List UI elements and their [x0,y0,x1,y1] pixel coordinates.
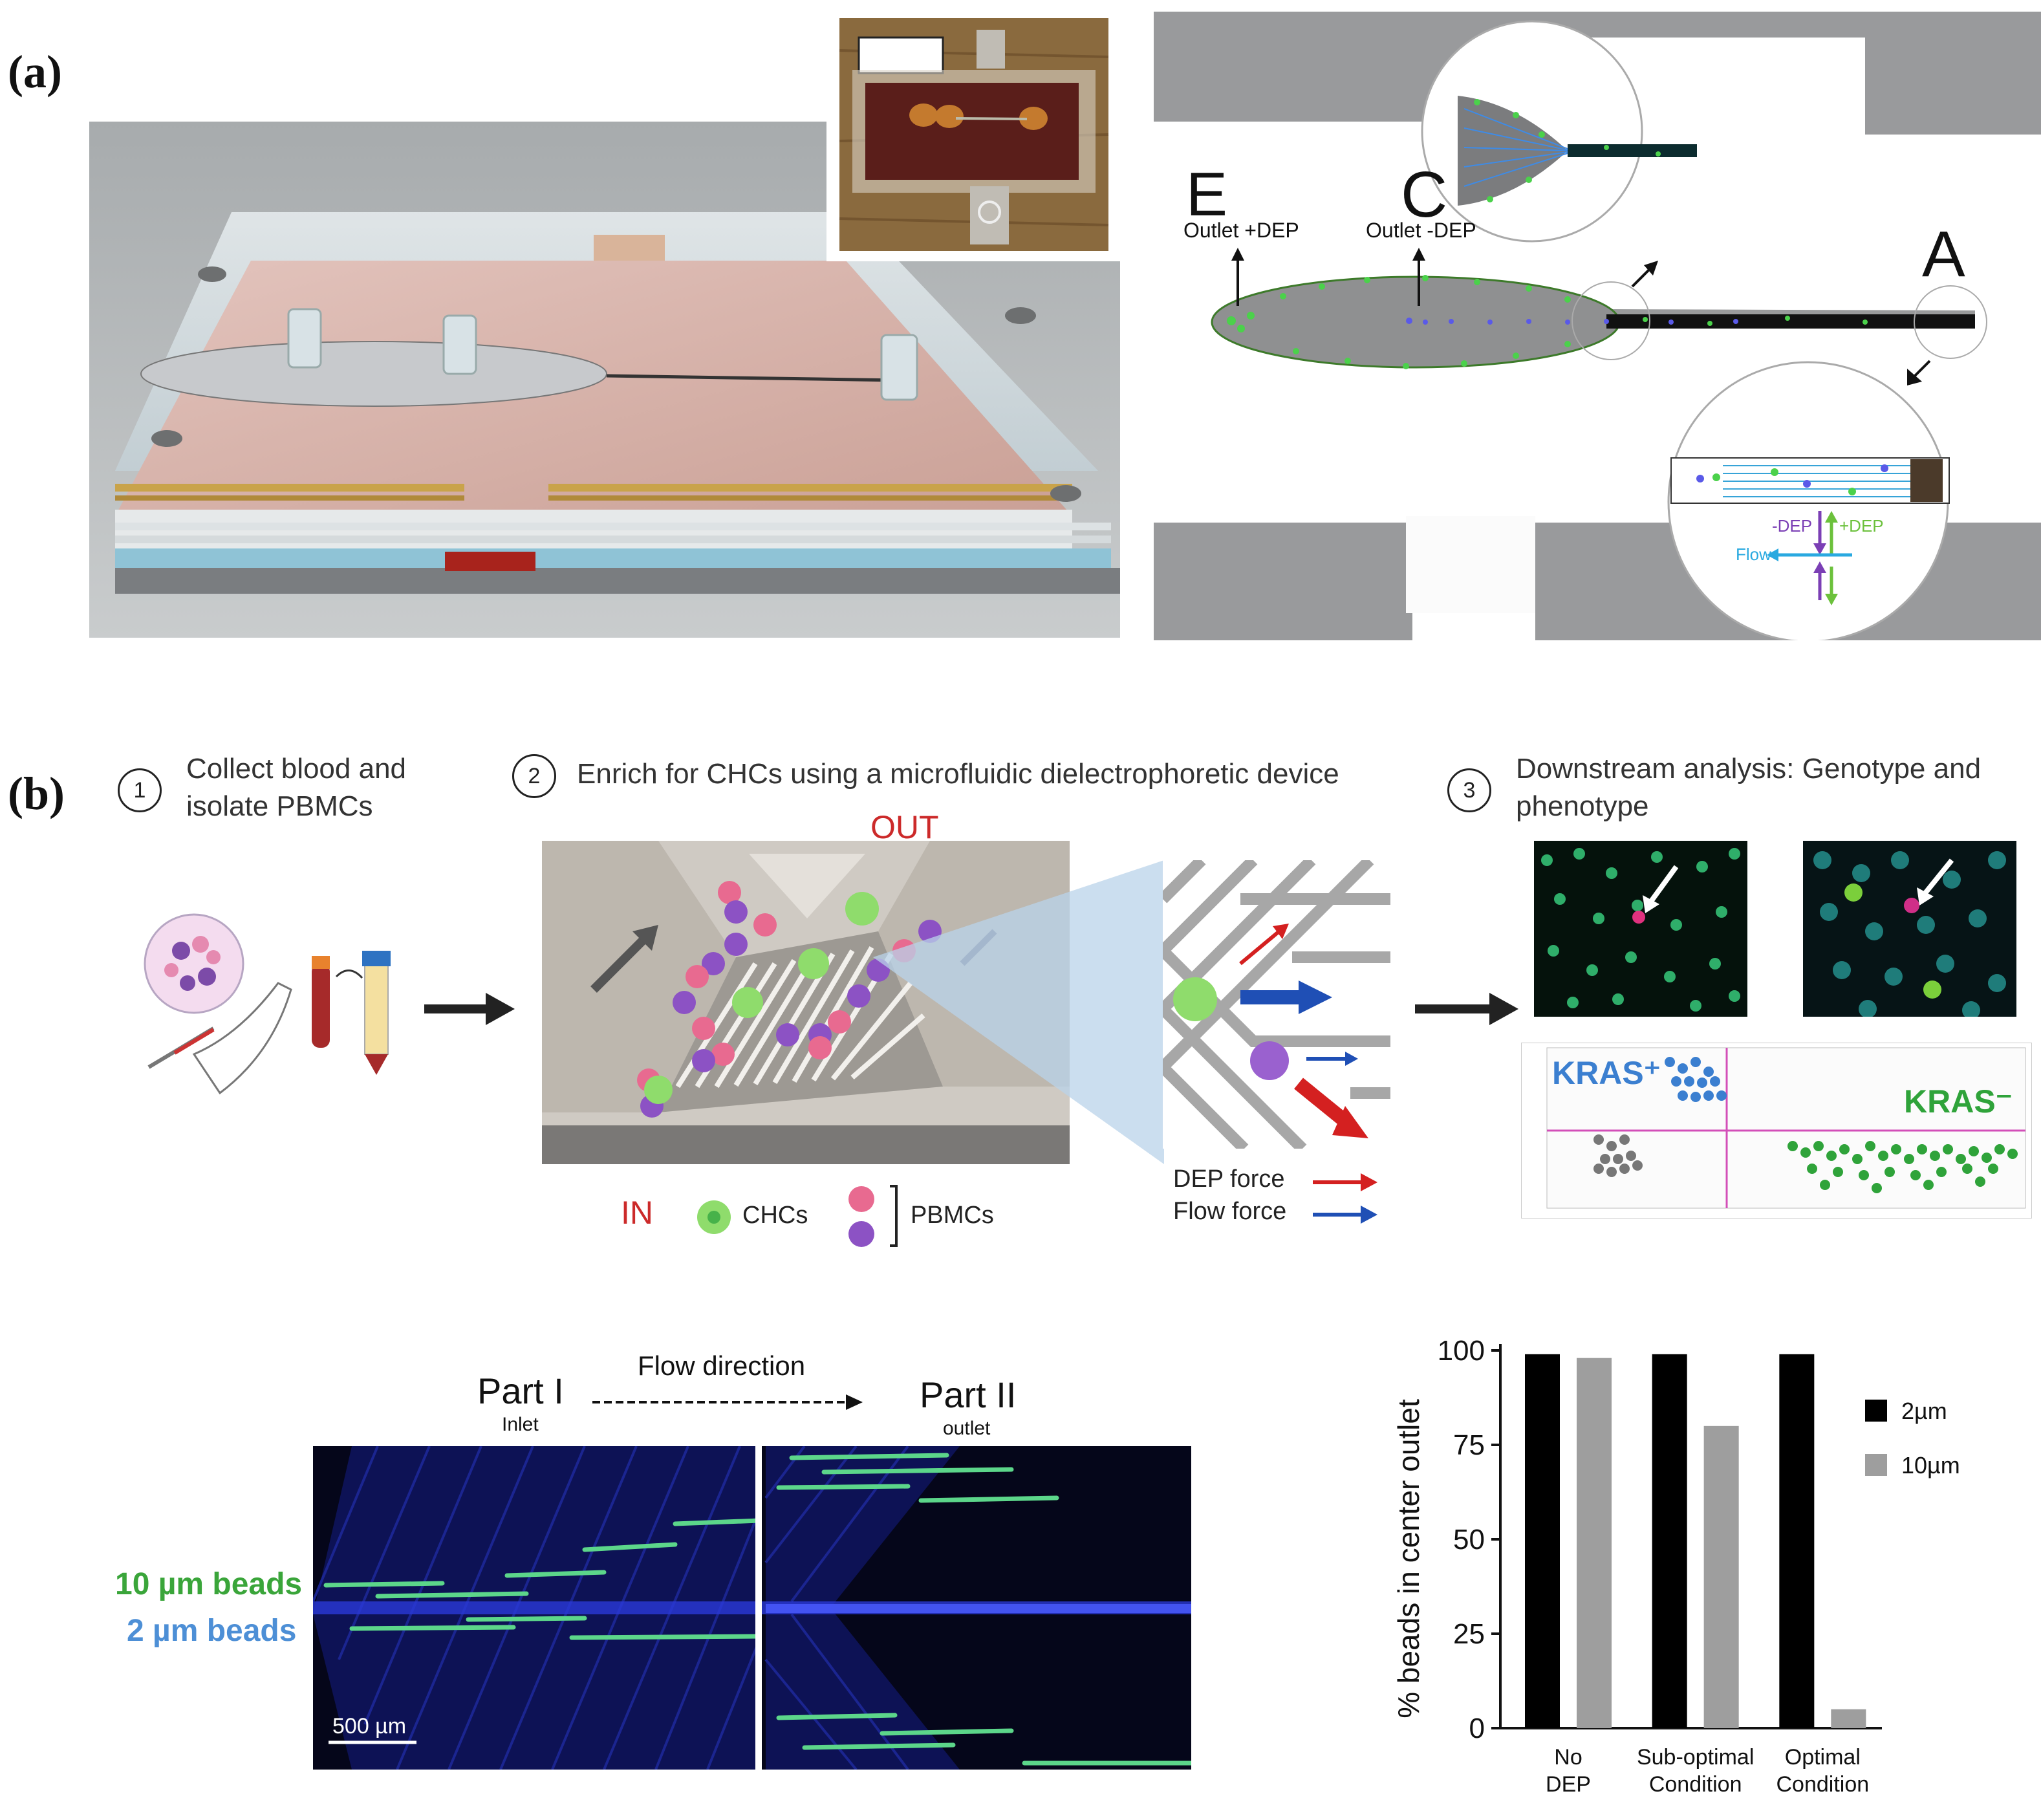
flow-arrow-label: Flow [1736,545,1771,564]
x-category-label: Condition [1776,1772,1870,1797]
chart-y-axis-label: % beads in center outlet [1392,1399,1425,1718]
bead-separation-image [313,1446,1191,1770]
fluorescence-image-2 [1803,841,2016,1017]
x-category-label: Condition [1649,1772,1742,1797]
kras-minus-label: KRAS⁻ [1904,1083,2013,1120]
step-3-number: 3 [1447,768,1491,812]
step-2-number: 2 [512,754,556,798]
bar-chart-svg: % beads in center outlet 0 25 50 75 100NoDEP… [1392,1339,1960,1797]
bar-series-1 [1525,1354,1560,1728]
kras-scatter-plot [1521,1043,2032,1219]
zoom-cone [873,860,1164,1164]
minus-dep-arrow-label: -DEP [1772,516,1813,536]
x-category-label: DEP [1546,1772,1591,1797]
fluorescence-image-1 [1534,841,1747,1017]
outlet-minus-dep-label: Outlet -DEP [1366,219,1476,242]
step-1-text: Collect blood and isolate PBMCs [186,753,407,822]
in-label: IN [621,1195,653,1231]
flow-direction-label: Flow direction [638,1350,806,1381]
step-2-text: Enrich for CHCs using a microfluidic die… [577,758,1339,790]
x-category-label: Sub-optimal [1637,1745,1754,1770]
x-category-label: No [1554,1745,1582,1770]
legend-swatch [1865,1454,1887,1476]
chc-cell-icon [693,1197,735,1238]
bar-series-1 [1652,1354,1687,1728]
part-1-label: Part I [477,1370,564,1411]
chcs-label: CHCs [742,1202,808,1229]
arrow-step2-to-step3 [1415,990,1518,1028]
part-1-sublabel: Inlet [502,1414,539,1435]
bar-series-2 [1831,1709,1866,1728]
blood-draw-illustration [142,905,414,1125]
part-2-sublabel: outlet [943,1418,991,1439]
simulation-panel: E C A Outlet +DEP Outlet -DEP -DEP +DEP … [1154,12,2041,640]
y-tick-label: 50 [1453,1524,1485,1555]
dep-force-label: DEP force [1173,1165,1285,1193]
bar-series-2 [1577,1358,1612,1728]
electrode-zoom-inset [1163,860,1390,1149]
arrow-step1-to-step2 [424,990,515,1028]
part-2-label: Part II [920,1374,1017,1415]
y-tick-label: 25 [1453,1618,1485,1650]
dep-force-arrow-icon [1313,1169,1377,1195]
legend-swatch [1865,1400,1887,1422]
y-tick-label: 75 [1453,1429,1485,1461]
step-3-text: Downstream analysis: Genotype and phenot… [1516,753,1982,822]
device-photo-inset [826,12,1121,261]
label-C: C [1401,158,1448,231]
plus-dep-arrow-label: +DEP [1839,516,1884,536]
flow-force-arrow-icon [1313,1202,1377,1228]
outlet-plus-dep-label: Outlet +DEP [1183,219,1299,242]
label-E: E [1186,160,1228,229]
out-label: OUT [870,809,939,845]
panel-b-label: (b) [8,768,65,819]
flow-force-label: Flow force [1173,1198,1287,1225]
y-tick-label: 0 [1469,1713,1485,1744]
label-A: A [1922,218,1965,290]
y-tick-label: 100 [1438,1339,1485,1367]
pbmcs-label: PBMCs [911,1202,994,1229]
pbmc-cells-icon [845,1181,903,1252]
bar-series-2 [1703,1425,1739,1728]
ten-um-beads-label: 10 µm beads [115,1567,303,1601]
panel-a-label: (a) [8,46,62,98]
x-category-label: Optimal [1785,1745,1861,1770]
bar-series-1 [1779,1354,1815,1728]
step-1-number: 1 [118,768,162,812]
scale-bar-label: 500 µm [332,1714,407,1739]
flow-direction-arrow [592,1389,864,1415]
legend-label: 10µm [1901,1452,1960,1479]
kras-plus-label: KRAS⁺ [1552,1055,1661,1091]
two-um-beads-label: 2 µm beads [127,1614,297,1648]
legend-label: 2µm [1901,1398,1947,1424]
